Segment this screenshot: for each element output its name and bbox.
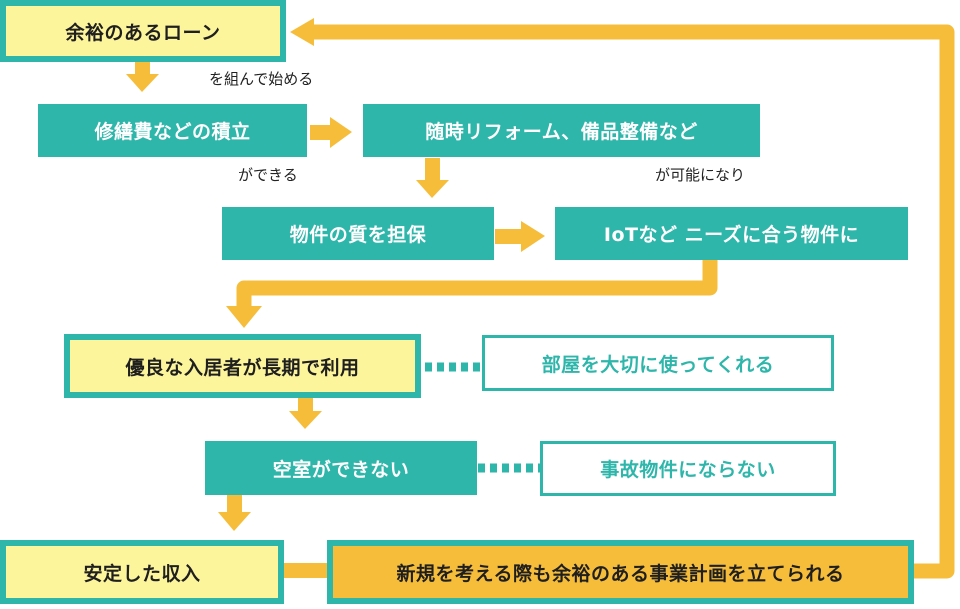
node-vacancy: 空室ができない [205, 441, 477, 495]
arrow-quality-iot-shaft [495, 229, 521, 244]
node-tenant: 優良な入居者が長期で利用 [64, 334, 421, 398]
node-reform: 随時リフォーム、備品整備など [363, 104, 760, 157]
arrow-vacancy-income-shaft [227, 495, 242, 512]
node-vacancy-label: 空室ができない [272, 458, 410, 481]
note-reform: が可能になり [655, 166, 746, 184]
arrow-iot-tenant-path [236, 259, 718, 308]
arrow-plan-loan-head [290, 18, 314, 46]
node-loan: 余裕のあるローン [0, 0, 286, 62]
arrow-loan-reserve-shaft [135, 60, 150, 74]
note-loan: を組んで始める [209, 70, 314, 88]
node-care-label: 部屋を大切に使ってくれる [541, 353, 775, 376]
node-iot: IoTなど ニーズに合う物件に [555, 207, 908, 260]
arrow-vacancy-income-head [218, 512, 251, 531]
arrow-tenant-vacancy-shaft [298, 397, 313, 411]
node-plan-label: 新規を考える際も余裕のある事業計画を立てられる [396, 562, 845, 585]
node-care: 部屋を大切に使ってくれる [482, 335, 834, 391]
node-accident-label: 事故物件にならない [600, 459, 776, 481]
node-loan-label: 余裕のあるローン [65, 21, 221, 44]
node-reserve-label: 修繕費などの積立 [94, 121, 251, 143]
node-quality-label: 物件の質を担保 [289, 224, 427, 246]
note-reserve: ができる [238, 166, 298, 184]
node-reform-label: 随時リフォーム、備品整備など [425, 121, 698, 143]
arrow-reserve-reform-head [330, 117, 352, 148]
arrow-reform-quality-head [416, 180, 449, 198]
arrow-reserve-reform-shaft [310, 125, 330, 140]
node-reserve: 修繕費などの積立 [38, 104, 307, 157]
connector-income-plan [282, 563, 330, 578]
arrow-plan-loan-loop [312, 24, 955, 579]
node-quality: 物件の質を担保 [222, 207, 494, 260]
arrow-reform-quality-shaft [425, 158, 440, 180]
node-income: 安定した収入 [0, 540, 284, 604]
arrow-tenant-vacancy-head [289, 411, 322, 429]
node-accident: 事故物件にならない [540, 441, 836, 496]
arrow-quality-iot-head [521, 221, 545, 252]
node-iot-label: IoTなど ニーズに合う物件に [603, 224, 860, 246]
arrow-loan-reserve-head [126, 74, 159, 92]
arrow-iot-tenant-head [226, 306, 262, 328]
node-tenant-label: 優良な入居者が長期で利用 [125, 356, 360, 379]
node-income-label: 安定した収入 [83, 562, 201, 585]
node-plan: 新規を考える際も余裕のある事業計画を立てられる [327, 540, 914, 604]
